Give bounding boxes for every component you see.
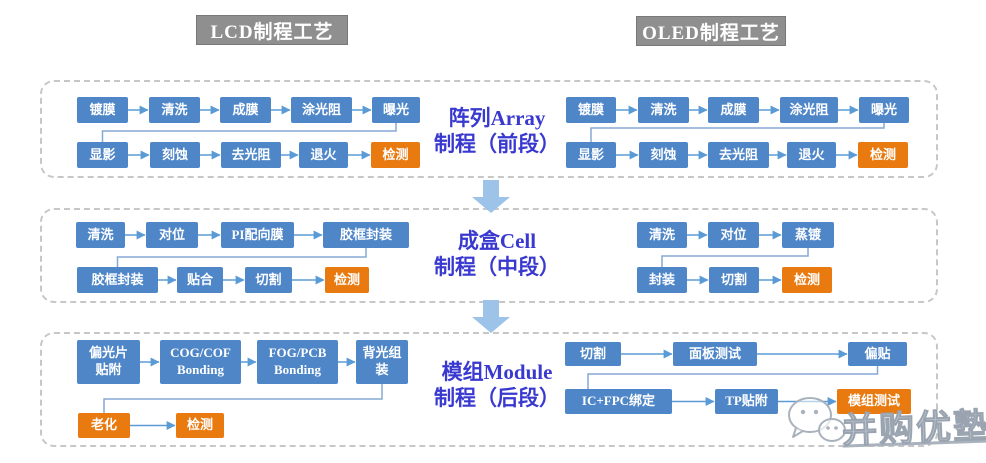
big-arrow — [472, 300, 510, 333]
stage-label-line1: 阵列Array — [448, 106, 546, 130]
stage-label-line1: 模组Module — [441, 360, 553, 384]
stage-label-line1: 成盒Cell — [457, 229, 537, 253]
process-step: 镀膜 — [566, 97, 616, 123]
process-step: 偏光片 贴附 — [77, 340, 140, 384]
process-step: COG/COF Bonding — [160, 340, 241, 384]
process-step: 偏贴 — [848, 342, 907, 366]
process-step: 面板测试 — [673, 342, 757, 366]
stage-label-line2: 制程（中段） — [434, 254, 560, 279]
lcd-process-header: LCD制程工艺 — [196, 15, 348, 45]
watermark-text: 并购优塾 — [841, 406, 986, 451]
process-step: 去光阻 — [708, 142, 769, 168]
process-step: 显影 — [77, 142, 128, 168]
process-step: 蒸镀 — [782, 222, 834, 248]
process-step: 对位 — [708, 222, 759, 248]
process-step: IC+FPC绑定 — [565, 389, 672, 414]
process-step: 检测 — [782, 267, 832, 293]
process-step: 退火 — [787, 142, 836, 168]
process-step: 清洗 — [638, 97, 689, 123]
process-step: PI配向膜 — [221, 222, 294, 248]
process-step: 背光组 装 — [356, 340, 408, 384]
stage-label-module: 模组Module 制程（后段） — [434, 360, 560, 411]
process-step: 切割 — [709, 267, 759, 293]
process-step: 成膜 — [220, 97, 271, 123]
process-step: 涂光阻 — [291, 97, 352, 123]
process-step: 检测 — [325, 267, 369, 293]
process-step: 胶框封装 — [323, 222, 409, 248]
process-step: TP贴附 — [715, 389, 778, 414]
process-step: 老化 — [78, 413, 130, 438]
process-step: 对位 — [146, 222, 198, 248]
module-stage-section — [40, 332, 938, 447]
stage-label-line2: 制程（后段） — [434, 385, 560, 410]
process-step: 清洗 — [637, 222, 687, 248]
process-step: 曝光 — [859, 97, 909, 123]
stage-label-cell: 成盒Cell 制程（中段） — [434, 229, 560, 280]
process-step: 显影 — [566, 142, 616, 168]
wechat-icon — [788, 397, 846, 442]
process-step: 曝光 — [372, 97, 420, 123]
process-step: 胶框封装 — [77, 267, 158, 293]
process-step: 清洗 — [76, 222, 125, 248]
stage-label-array: 阵列Array 制程（前段） — [434, 106, 560, 157]
process-step: 检测 — [858, 142, 908, 168]
process-step: 封装 — [637, 267, 687, 293]
process-step: 切割 — [245, 267, 292, 293]
array-stage-section — [40, 80, 938, 178]
process-step: 检测 — [176, 413, 224, 438]
stage-label-line2: 制程（前段） — [434, 131, 560, 156]
process-step: 切割 — [565, 342, 621, 366]
process-step: 检测 — [371, 142, 420, 168]
process-step: 贴合 — [177, 267, 223, 293]
process-step: 去光阻 — [221, 142, 281, 168]
process-step: 模组测试 — [837, 389, 911, 414]
process-step: 涂光阻 — [780, 97, 838, 123]
process-step: 退火 — [299, 142, 348, 168]
watermark: 并购优塾 — [786, 394, 986, 456]
process-step: 成膜 — [708, 97, 759, 123]
process-step: 刻蚀 — [150, 142, 200, 168]
oled-process-header: OLED制程工艺 — [636, 16, 786, 46]
process-step: 刻蚀 — [639, 142, 688, 168]
process-step: 镀膜 — [77, 97, 128, 123]
process-step: FOG/PCB Bonding — [257, 340, 338, 384]
process-step: 清洗 — [149, 97, 200, 123]
